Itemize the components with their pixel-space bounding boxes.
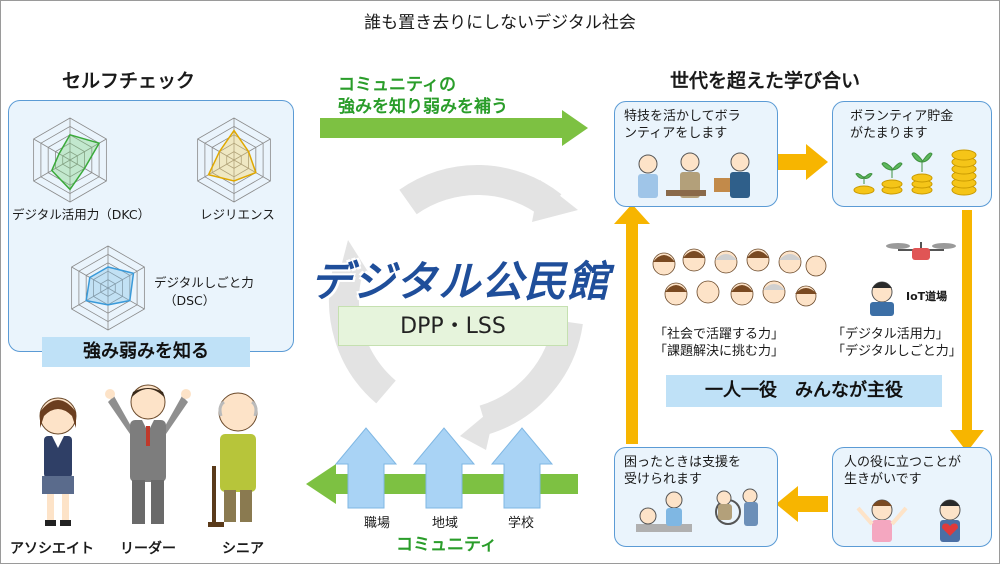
mutual-learning-heading: 世代を超えた学び合い [670, 70, 861, 92]
radar-spoke [197, 138, 235, 161]
hub-title: デジタル公民館 [309, 257, 611, 306]
top-green-arrow [320, 110, 588, 146]
savings-text-line1: ボランティア貯金 [850, 109, 954, 124]
radar-shape [85, 266, 135, 306]
support-text-line2: 受けられます [624, 472, 703, 487]
radar-chart-resilience [197, 117, 271, 203]
radar-spoke [107, 266, 145, 289]
school-label: 学校 [508, 516, 535, 531]
radar-shape [207, 129, 257, 182]
digital-skill-line2: 「デジタルしごと力」 [832, 344, 962, 359]
senior-figure [208, 392, 258, 527]
community-label: コミュニティ [396, 535, 497, 555]
radar-chart-dsc [71, 245, 145, 331]
volunteer-illustration [638, 152, 750, 198]
radar-spoke [233, 138, 271, 161]
savings-text-line2: がたまります [850, 126, 928, 141]
hub-subtitle: DPP・LSS [338, 306, 568, 346]
top-arrow-label-line1: コミュニティの [338, 75, 456, 95]
support-text-line1: 困ったときは支援を [624, 455, 742, 470]
volunteer-text-line2: ンティアをします [624, 126, 728, 141]
volunteer-text-line1: 特技を活かしてボラ [624, 109, 741, 124]
radar-label-dsc: デジタルしごと力 [154, 275, 254, 290]
school-up-arrow [490, 427, 554, 509]
workplace-up-arrow [334, 427, 398, 509]
radar-label-dkc: デジタル活用力（DKC） [12, 207, 151, 222]
care-illustration [636, 488, 758, 532]
flow-arrow-left [776, 486, 828, 522]
community-up-arrows [334, 427, 554, 509]
top-arrow-label-line2: 強みを知り弱みを補う [338, 97, 508, 117]
page-title: 誰も置き去りにしないデジタル社会 [364, 13, 636, 33]
self-check-heading: セルフチェック [62, 70, 196, 92]
social-skill-line1: 「社会で活躍する力」 [654, 327, 785, 342]
radar-spoke [69, 138, 107, 161]
region-up-arrow [412, 427, 476, 509]
region-label: 地域 [432, 516, 459, 531]
flow-arrow-right [776, 144, 828, 180]
radar-shape [50, 133, 101, 191]
purpose-text-line2: 生きがいです [844, 472, 922, 487]
everyone-role-banner: 一人一役 みんなが主役 [666, 375, 942, 407]
purpose-box [832, 447, 992, 547]
center-graphics [306, 110, 588, 509]
iot-dojo-label: IoT道場 [906, 290, 948, 303]
radar-charts [33, 117, 271, 331]
radar-spoke [69, 159, 107, 182]
radar-spoke [107, 287, 145, 310]
flow-arrow-down [950, 210, 984, 452]
radar-spoke [71, 287, 109, 310]
radar-label-resilience: レジリエンス [200, 207, 275, 222]
associate-label: アソシエイト [10, 541, 94, 557]
flow-arrow-up [614, 204, 650, 444]
happy-people-illustration [856, 499, 961, 542]
radar-chart-dkc [33, 117, 107, 203]
workplace-label: 職場 [364, 516, 391, 531]
group-people-illustration [652, 248, 827, 307]
social-skill-line2: 「課題解決に挑む力」 [654, 344, 785, 359]
iot-drone-illustration [870, 242, 956, 316]
digital-skill-line1: 「デジタル活用力」 [832, 327, 949, 342]
characters-illustration [39, 384, 258, 527]
purpose-text-line1: 人の役に立つことが [844, 455, 962, 470]
radar-spoke [233, 159, 271, 182]
coins-plants-icon [853, 149, 977, 196]
senior-label: シニア [222, 541, 264, 557]
radar-spoke [197, 159, 235, 182]
yellow-flow-arrows [614, 144, 984, 522]
leader-label: リーダー [120, 541, 176, 557]
associate-figure [39, 397, 77, 526]
strengths-weaknesses-label: 強み弱みを知る [42, 337, 250, 367]
radar-spoke [33, 138, 71, 161]
radar-label-dsc-abbr: （DSC） [164, 293, 216, 308]
leader-figure [105, 384, 191, 524]
